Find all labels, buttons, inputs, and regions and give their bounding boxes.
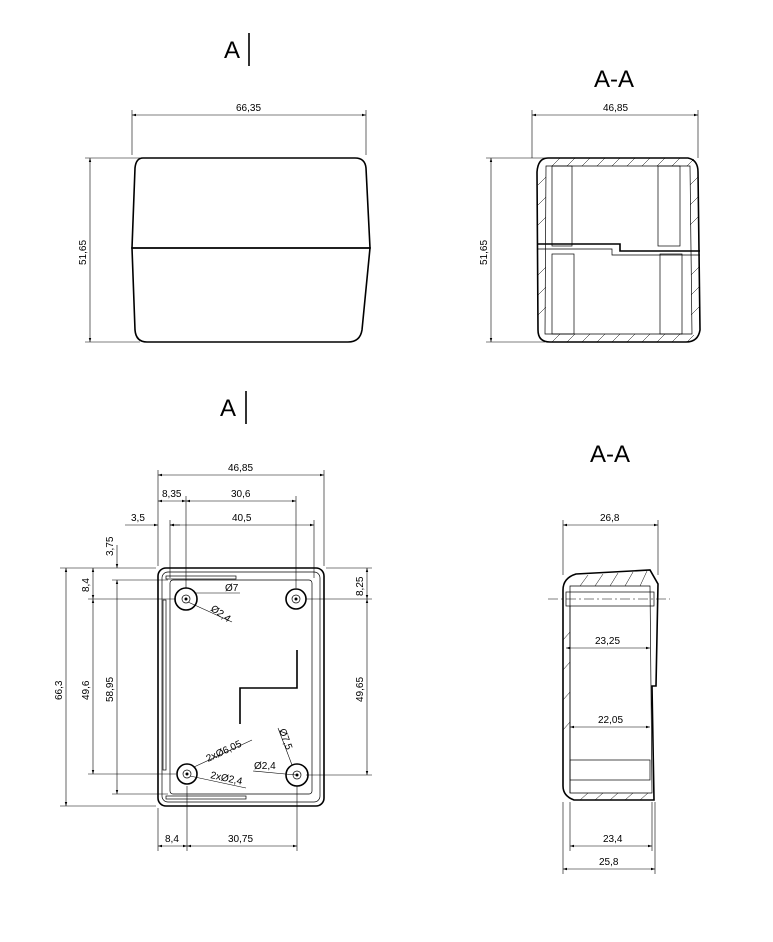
hole-d24b-label: Ø2,4	[254, 761, 276, 772]
section-height-label: 51,65	[479, 240, 490, 265]
box-outer	[157, 567, 325, 807]
bottom-total-label: 25,8	[599, 857, 619, 868]
top-width-label: 26,8	[600, 513, 620, 524]
section-top-view: A-A	[479, 66, 701, 343]
floor-ledge	[569, 759, 651, 781]
offset-left-label: 8,35	[162, 489, 182, 500]
section-cavity	[544, 165, 693, 335]
rib-top	[165, 575, 237, 580]
hole-d7-label: Ø7	[225, 583, 239, 594]
boss-spacing-right-label: 49,65	[355, 677, 366, 702]
boss-spacing-left-label: 49,6	[81, 680, 92, 700]
post-upper-left	[551, 165, 573, 247]
section-side-view: A-A 26,8 23,25	[548, 441, 670, 874]
post-upper-right	[657, 165, 681, 247]
height-label: 51,65	[78, 240, 89, 265]
post-lower-left	[551, 253, 575, 335]
step-line	[239, 650, 298, 724]
hole-d75-label: Ø7,5	[276, 727, 294, 752]
inner-upper-label: 23,25	[595, 636, 620, 647]
bottom-view: A	[54, 391, 372, 851]
section-side-hatch	[562, 570, 649, 801]
boss-top-offset-label: 8,4	[81, 578, 92, 592]
hole-2x605-label: 2xØ6,05	[205, 739, 244, 765]
section-width-label: 46,85	[603, 103, 628, 114]
rib-bottom	[165, 795, 247, 800]
box-inner	[169, 579, 313, 795]
top-offset-label: 3,75	[105, 536, 116, 556]
view-marker-a-bottom: A	[220, 395, 236, 422]
inner-height-label: 58,95	[105, 677, 116, 702]
boss-top-left	[174, 587, 198, 611]
section-side-cavity	[569, 585, 653, 794]
lid-outline	[131, 157, 371, 249]
parting-line	[537, 243, 700, 252]
post-lower-right	[659, 253, 683, 335]
boss-bottom-left	[176, 763, 198, 785]
width-label: 66,35	[236, 103, 261, 114]
hole-2x24-label: 2xØ2,4	[209, 770, 243, 788]
view-marker-a: A	[224, 37, 240, 64]
section-outline	[536, 157, 701, 343]
rib-left	[162, 599, 167, 771]
boss-top-right	[285, 588, 307, 610]
section-side-outline	[562, 569, 659, 801]
boss-bottom-right	[285, 763, 309, 787]
section-title-side: A-A	[590, 441, 630, 468]
section-title-top: A-A	[594, 66, 634, 93]
box-wall	[161, 571, 321, 803]
inner-lower-label: 22,05	[598, 715, 623, 726]
base-outline	[131, 247, 371, 343]
boss-spacing-bottom-label: 30,75	[228, 834, 253, 845]
total-height-label: 66,3	[54, 680, 65, 700]
inner-width-label: 40,5	[232, 513, 252, 524]
bottom-inner-label: 23,4	[603, 834, 623, 845]
wall-offset-label: 3,5	[131, 513, 145, 524]
hole-d24-label: Ø2,4	[208, 603, 232, 625]
bottom-width-label: 46,85	[228, 463, 253, 474]
bottom-left-offset-label: 8,4	[165, 834, 179, 845]
section-top-hatch	[537, 157, 700, 343]
boss-spacing-top-label: 30,6	[231, 489, 251, 500]
front-view: A 66,35 51,65	[78, 33, 371, 343]
right-top-offset-label: 8,25	[355, 576, 366, 596]
